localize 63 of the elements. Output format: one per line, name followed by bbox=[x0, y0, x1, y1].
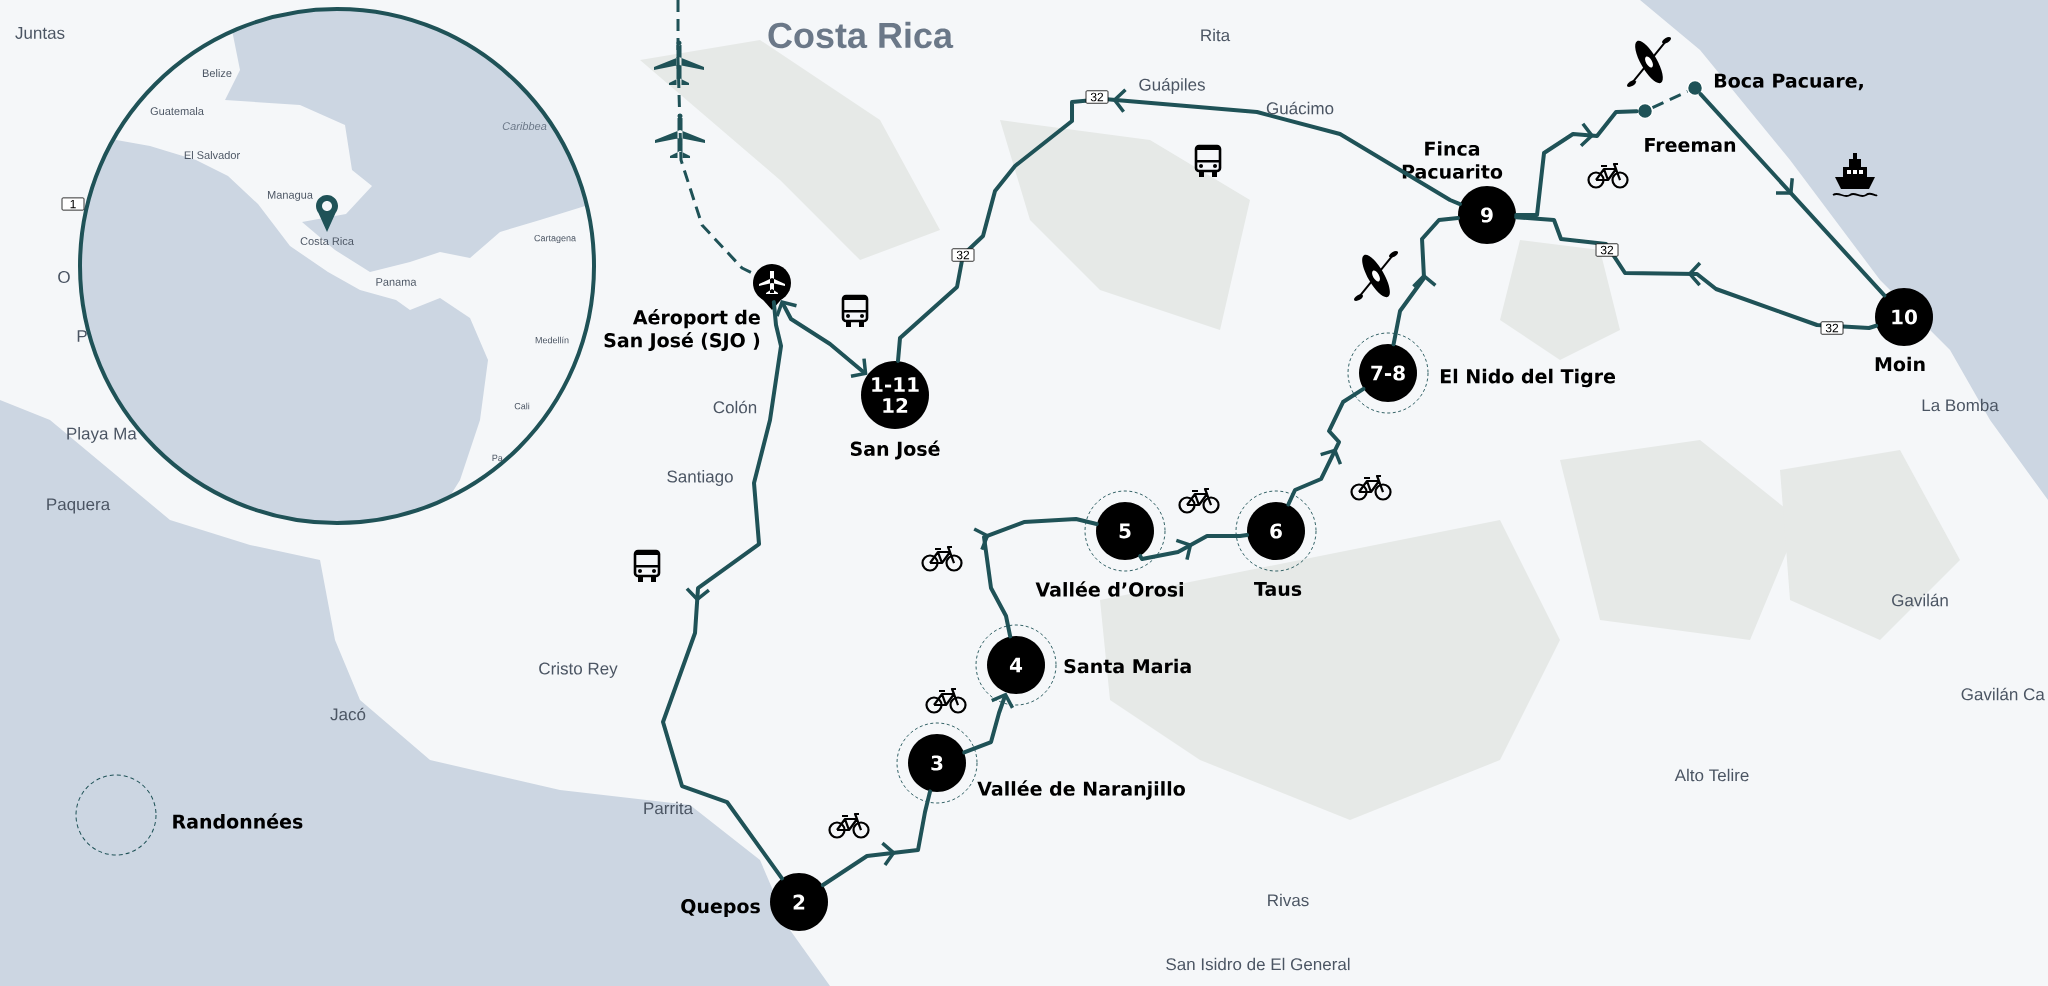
route-line bbox=[1698, 92, 1887, 298]
route-line bbox=[1286, 386, 1366, 507]
place-label: Caribbea bbox=[502, 121, 547, 131]
place-label: Rivas bbox=[1268, 893, 1309, 907]
road-shield: 32 bbox=[1820, 321, 1844, 335]
place-label: Paquera bbox=[47, 498, 111, 514]
place-label: Playa Ma bbox=[67, 427, 137, 443]
stop-label: Santa Maria bbox=[1064, 658, 1191, 674]
road-shield: 32 bbox=[1595, 243, 1619, 257]
place-label: Colón bbox=[713, 400, 757, 414]
route-line bbox=[820, 789, 933, 888]
place-label: Guácimo bbox=[1266, 101, 1334, 115]
place-label: Rita bbox=[1201, 28, 1231, 42]
place-label: Alto Telire bbox=[1674, 768, 1749, 782]
place-label: Panama bbox=[376, 278, 417, 286]
road-shield: 32 bbox=[951, 248, 975, 262]
place-label: Guápiles bbox=[1139, 78, 1205, 95]
road-shield: 1 bbox=[61, 197, 85, 211]
route-line bbox=[1138, 533, 1250, 561]
place-label: Gavilán bbox=[1892, 593, 1948, 607]
place-label: P bbox=[77, 330, 87, 342]
place-label: Santiago bbox=[667, 470, 733, 486]
place-label: Cristo Rey bbox=[539, 662, 618, 678]
stop-label: Moin bbox=[1875, 356, 1925, 372]
stop-label: Aéroport de San José (SJO ) bbox=[604, 309, 760, 351]
stop-label: Vallée de Naranjillo bbox=[977, 780, 1185, 800]
route-line bbox=[661, 300, 784, 881]
place-label: Medellín bbox=[535, 336, 569, 344]
place-label: O bbox=[58, 271, 70, 284]
route-line bbox=[973, 517, 1099, 639]
place-label: Gavilán Ca bbox=[1961, 687, 2045, 701]
place-label: San Isidro de El General bbox=[1166, 957, 1350, 971]
legend-label: Randonnées bbox=[173, 813, 303, 829]
place-label: Managua bbox=[268, 191, 313, 201]
stop-label: Boca Pacuare, bbox=[1714, 73, 1863, 91]
route-line bbox=[775, 300, 868, 378]
stop-label: Freeman bbox=[1645, 137, 1736, 153]
stop-label: Vallée d’Orosi bbox=[1035, 581, 1183, 597]
road-shield: 32 bbox=[1085, 90, 1109, 104]
place-label: Pa bbox=[492, 454, 503, 462]
route-line bbox=[1514, 109, 1639, 217]
stop-label: Taus bbox=[1254, 581, 1302, 597]
route-line bbox=[962, 692, 1015, 755]
country-label: Costa Rica bbox=[768, 21, 954, 49]
stop-label: El Nido del Tigre bbox=[1440, 368, 1616, 388]
place-label: Cartagena bbox=[534, 234, 576, 244]
place-label: Guatemala bbox=[150, 106, 204, 116]
stop-label: Quepos bbox=[681, 899, 760, 918]
route-line bbox=[1514, 215, 1879, 330]
place-label: Cali bbox=[514, 402, 530, 410]
place-label: Costa Rica bbox=[300, 236, 354, 246]
place-label: Parrita bbox=[644, 801, 694, 815]
place-label: El Salvador bbox=[184, 150, 240, 160]
stop-label: Finca Pacuarito bbox=[1402, 141, 1503, 179]
stop-label: San José bbox=[850, 440, 940, 460]
place-label: La Bomba bbox=[1922, 398, 1999, 412]
place-label: Jacó bbox=[330, 707, 366, 721]
route-line bbox=[1391, 216, 1460, 347]
place-label: Belize bbox=[202, 68, 232, 78]
route-line bbox=[896, 88, 1462, 363]
place-label: Juntas bbox=[15, 27, 65, 39]
route-line bbox=[1651, 90, 1689, 109]
airport-pin bbox=[753, 264, 791, 310]
